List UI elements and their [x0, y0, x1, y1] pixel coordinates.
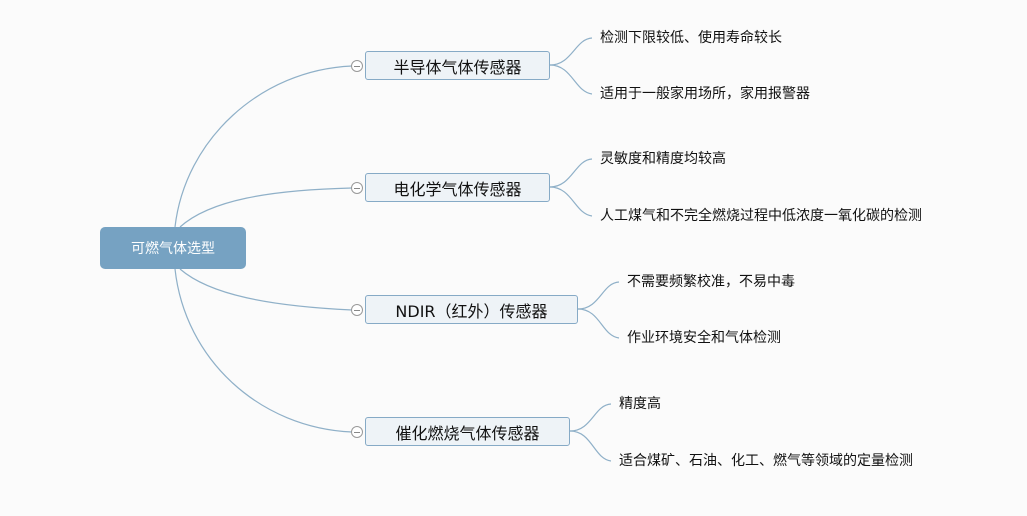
- branch-topic-semiconductor[interactable]: 半导体气体传感器: [365, 51, 550, 80]
- leaf-topic[interactable]: 不需要频繁校准，不易中毒: [627, 274, 795, 290]
- connector-branch-4-leaf-1: [569, 403, 612, 432]
- connector-branch-1-leaf-2: [549, 64, 593, 95]
- leaf-topic[interactable]: 精度高: [619, 396, 661, 412]
- connector-branch-3-leaf-1: [577, 281, 620, 310]
- root-topic[interactable]: 可燃气体选型: [100, 227, 246, 269]
- leaf-topic[interactable]: 检测下限较低、使用寿命较长: [600, 30, 782, 46]
- leaf-topic[interactable]: 灵敏度和精度均较高: [600, 151, 726, 167]
- leaf-topic[interactable]: 人工煤气和不完全燃烧过程中低浓度一氧化碳的检测: [600, 208, 922, 224]
- connector-branch-4-leaf-2: [569, 430, 612, 462]
- connector-root-branch-3: [179, 268, 353, 311]
- connector-branch-3-leaf-2: [577, 308, 620, 339]
- connector-root-branch-4: [174, 268, 353, 433]
- collapse-icon[interactable]: [351, 60, 363, 72]
- connector-branch-2-leaf-1: [549, 158, 593, 188]
- leaf-topic[interactable]: 适用于一般家用场所，家用报警器: [600, 86, 810, 102]
- connector-root-branch-1: [174, 65, 353, 228]
- collapse-icon[interactable]: [351, 426, 363, 438]
- leaf-topic[interactable]: 适合煤矿、石油、化工、燃气等领域的定量检测: [619, 453, 913, 469]
- collapse-icon[interactable]: [351, 304, 363, 316]
- leaf-topic[interactable]: 作业环境安全和气体检测: [627, 330, 781, 346]
- branch-topic-catalytic[interactable]: 催化燃烧气体传感器: [365, 417, 570, 446]
- branch-topic-electrochemical[interactable]: 电化学气体传感器: [365, 173, 550, 202]
- connector-branch-1-leaf-1: [549, 37, 593, 66]
- connector-root-branch-2: [179, 187, 353, 228]
- collapse-icon[interactable]: [351, 182, 363, 194]
- connector-branch-2-leaf-2: [549, 186, 593, 217]
- branch-topic-ndir[interactable]: NDIR（红外）传感器: [365, 295, 578, 324]
